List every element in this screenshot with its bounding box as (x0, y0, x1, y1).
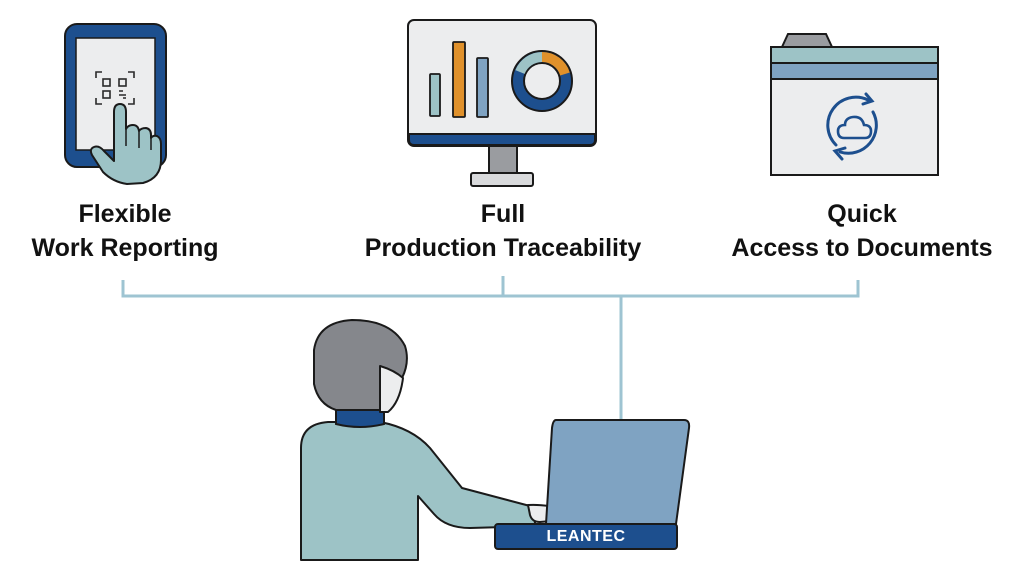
folder-cloud-sync-icon (770, 33, 939, 176)
laptop-base (494, 523, 678, 550)
connector-lines (121, 276, 860, 422)
feature-caption-line1: Full (480, 200, 526, 228)
cloud-sync-icon (826, 92, 878, 161)
donut-chart-icon (511, 50, 573, 112)
feature-caption-line2: Work Reporting (31, 234, 219, 262)
person-head (313, 319, 408, 411)
qr-scan-icon (95, 71, 135, 105)
monitor-charts-icon (407, 19, 597, 187)
person-torso (300, 421, 537, 561)
laptop-brand-label: LEANTEC (546, 528, 626, 545)
feature-caption-traceability: Full Production Traceability (318, 197, 688, 265)
feature-caption-work-reporting: Flexible Work Reporting (0, 197, 250, 265)
laptop-screen (545, 419, 691, 525)
connector-horizontal (121, 280, 860, 298)
bar-chart-icon (429, 41, 489, 118)
feature-caption-line1: Flexible (78, 200, 172, 228)
laptop-illustration (494, 419, 691, 550)
feature-caption-line2: Production Traceability (364, 234, 642, 262)
tablet-qr-touch-icon (64, 23, 167, 185)
person-collar (335, 409, 385, 428)
feature-caption-line2: Access to Documents (731, 234, 993, 262)
feature-caption-documents: Quick Access to Documents (700, 197, 1024, 265)
feature-caption-line1: Quick (827, 200, 897, 228)
person-at-laptop-illustration (300, 319, 569, 561)
person-face (379, 365, 404, 413)
